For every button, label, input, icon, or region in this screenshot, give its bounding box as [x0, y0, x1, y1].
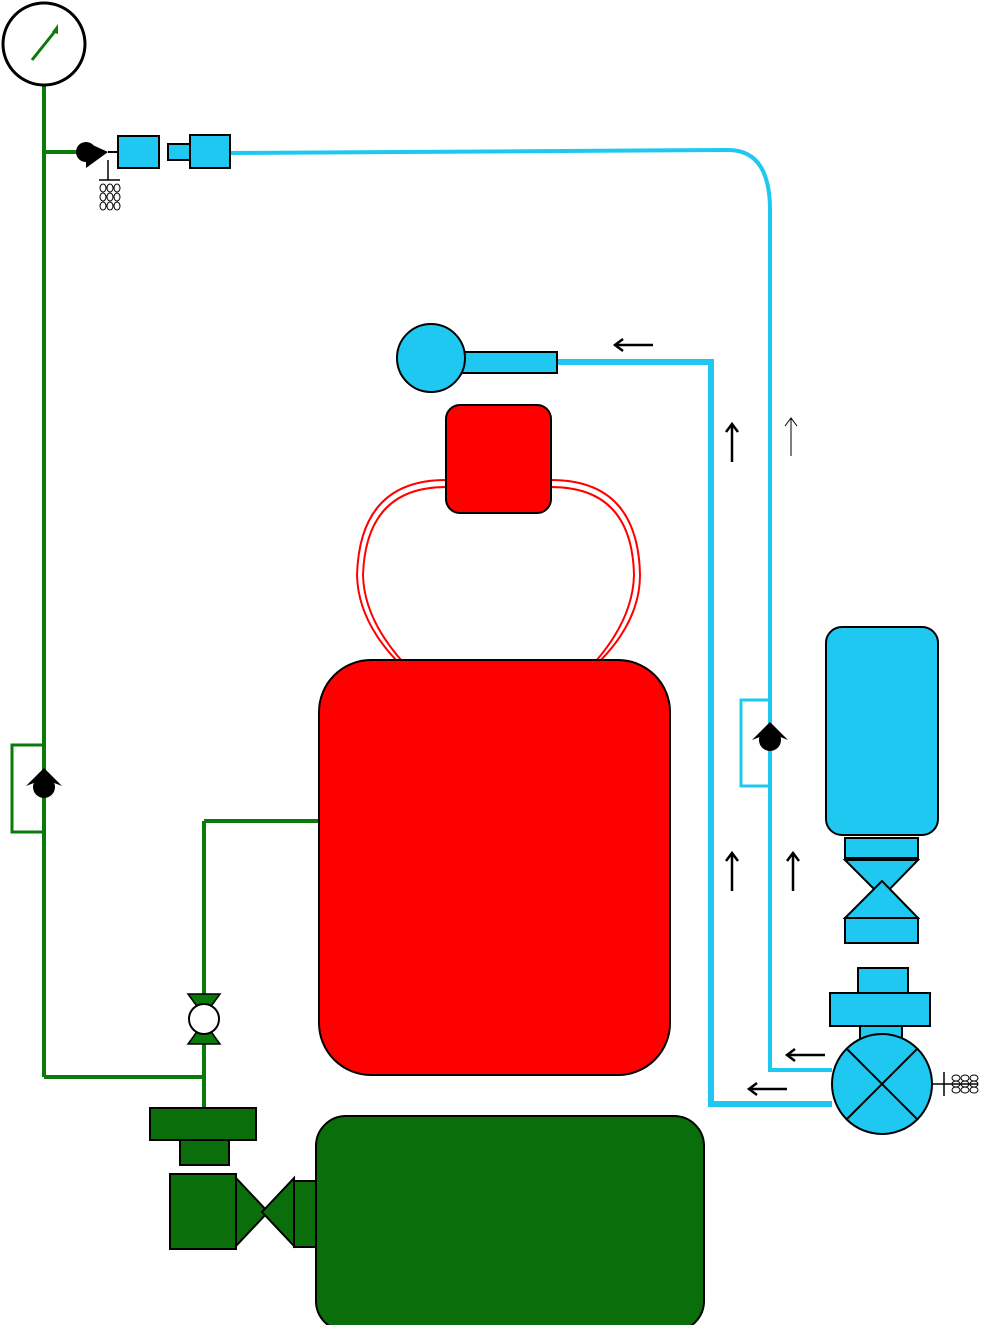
- blue-thick-line: [557, 359, 832, 1107]
- flow-arrows: [612, 338, 825, 1096]
- gas-cylinder-icon: [825, 626, 939, 944]
- check-valve-left-icon: [26, 768, 62, 798]
- red-tank: [318, 659, 671, 1076]
- heater-block-icon: [445, 404, 552, 514]
- green-piping: [42, 86, 320, 1108]
- flow-arrow-left-icon: [746, 1082, 787, 1096]
- flow-arrow-up-icon: [784, 417, 798, 456]
- flow-arrow-up-icon: [725, 421, 739, 462]
- pump-icon: [829, 967, 979, 1135]
- blue-thin-line: [229, 147, 832, 1072]
- flow-arrow-up-icon: [786, 850, 800, 891]
- ball-valve-icon: [186, 993, 222, 1045]
- regulator-icon: [76, 142, 121, 211]
- nozzle-icon: [396, 323, 558, 393]
- check-valve-bypass-left: [10, 743, 44, 834]
- check-valve-bypass-right: [739, 698, 770, 788]
- green-valve-assembly: [149, 1107, 317, 1250]
- flow-arrow-up-icon: [725, 850, 739, 891]
- flow-arrow-left-icon: [784, 1048, 825, 1062]
- heater-loop: [355, 479, 642, 662]
- pressure-gauge-icon: [1, 1, 87, 87]
- flow-arrow-left-icon: [612, 338, 653, 352]
- check-valve-right-icon: [752, 722, 788, 751]
- green-tank: [315, 1115, 705, 1325]
- solenoid-valve-icon: [117, 134, 231, 169]
